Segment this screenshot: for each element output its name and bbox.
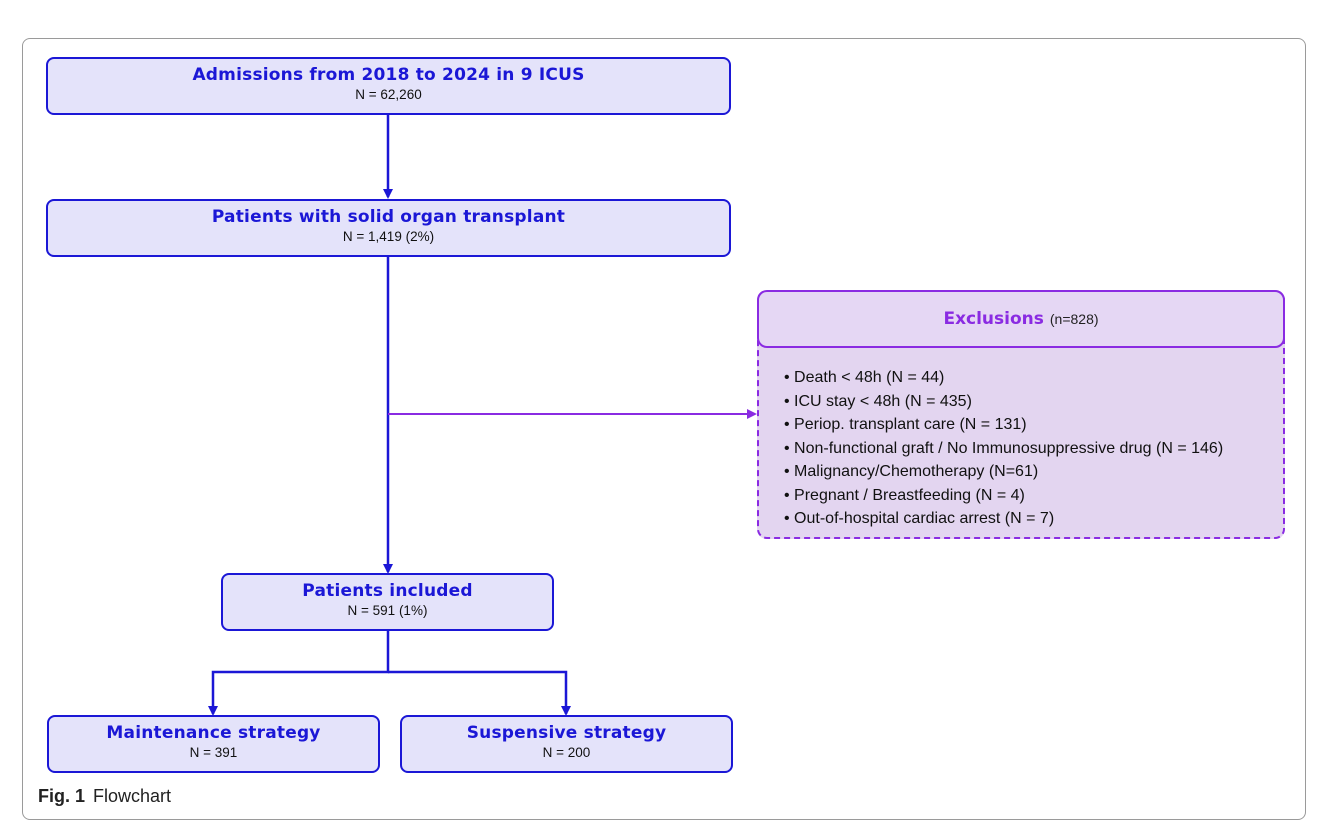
suspensive-title: Suspensive strategy [466, 723, 667, 743]
exclusion-item: Non-functional graft / No Immunosuppress… [784, 437, 1223, 461]
maintenance-count: N = 391 [189, 745, 238, 760]
exclusions-header: Exclusions (n=828) [757, 290, 1285, 348]
exclusions-title: Exclusions [943, 309, 1044, 329]
admissions-count: N = 62,260 [355, 87, 422, 102]
exclusion-item: Malignancy/Chemotherapy (N=61) [784, 460, 1223, 484]
transplant-title: Patients with solid organ transplant [211, 207, 566, 227]
transplant-box: Patients with solid organ transplant N =… [46, 199, 731, 257]
figure-frame [22, 38, 1306, 820]
figure-caption: Fig. 1 Flowchart [38, 786, 171, 807]
exclusions-total: (n=828) [1049, 311, 1099, 327]
branch-connector-right [388, 670, 571, 716]
transplant-count: N = 1,419 (2%) [342, 229, 435, 244]
branch-connector [208, 631, 390, 716]
exclusion-item: Pregnant / Breastfeeding (N = 4) [784, 484, 1223, 508]
included-box: Patients included N = 591 (1%) [221, 573, 554, 631]
exclusion-item: ICU stay < 48h (N = 435) [784, 390, 1223, 414]
caption-label: Fig. 1 [38, 786, 86, 806]
exclusion-item: Out-of-hospital cardiac arrest (N = 7) [784, 507, 1223, 531]
included-title: Patients included [302, 581, 473, 601]
admissions-box: Admissions from 2018 to 2024 in 9 ICUS N… [46, 57, 731, 115]
exclusions-list: Death < 48h (N = 44) ICU stay < 48h (N =… [784, 366, 1223, 531]
maintenance-title: Maintenance strategy [106, 723, 321, 743]
admissions-title: Admissions from 2018 to 2024 in 9 ICUS [192, 65, 585, 85]
suspensive-count: N = 200 [542, 745, 591, 760]
caption-text: Flowchart [93, 786, 172, 806]
included-count: N = 591 (1%) [347, 603, 428, 618]
suspensive-box: Suspensive strategy N = 200 [400, 715, 733, 773]
maintenance-box: Maintenance strategy N = 391 [47, 715, 380, 773]
exclusion-item: Periop. transplant care (N = 131) [784, 413, 1223, 437]
exclusion-item: Death < 48h (N = 44) [784, 366, 1223, 390]
